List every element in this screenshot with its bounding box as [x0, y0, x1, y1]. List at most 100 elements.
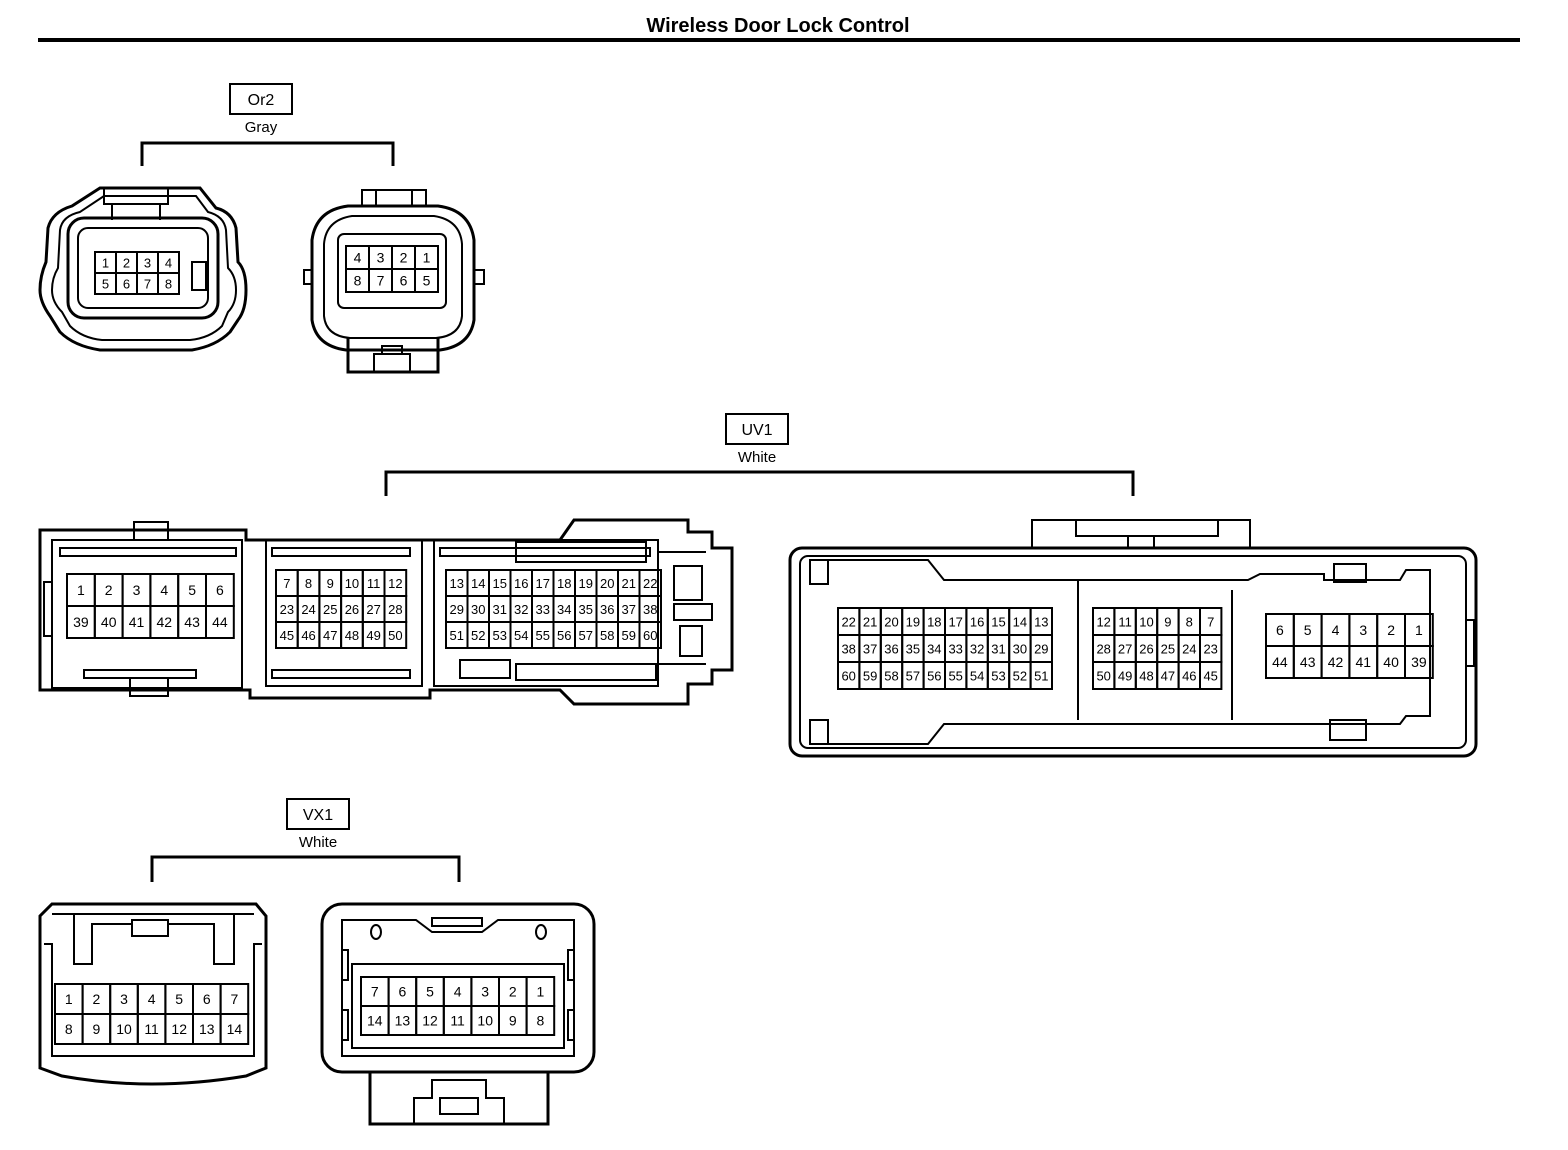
pin-number: 29 — [450, 602, 464, 617]
pin-number: 50 — [1096, 669, 1110, 684]
pin-number: 4 — [165, 256, 172, 271]
pin-number: 37 — [622, 602, 636, 617]
pin-number: 27 — [366, 602, 380, 617]
pin-number: 55 — [536, 628, 550, 643]
pin-number: 23 — [280, 602, 294, 617]
pin-number: 38 — [841, 642, 855, 657]
or2-code-label: Or2 — [248, 92, 275, 109]
pin-number: 6 — [400, 273, 408, 289]
pin-number: 14 — [367, 1013, 383, 1029]
pin-number: 45 — [1203, 669, 1217, 684]
pin-cell — [157, 272, 180, 295]
pin-number: 3 — [377, 250, 385, 266]
uv1-code-label: UV1 — [741, 422, 772, 439]
pin-number: 52 — [1013, 669, 1027, 684]
pin-number: 8 — [165, 277, 172, 292]
pin-number: 28 — [1096, 642, 1110, 657]
pin-number: 4 — [354, 250, 362, 266]
pin-number: 19 — [906, 615, 920, 630]
pin-number: 34 — [557, 602, 571, 617]
pin-number: 7 — [231, 991, 239, 1007]
pin-number: 7 — [371, 984, 379, 1000]
pin-number: 54 — [970, 669, 984, 684]
pin-number: 56 — [557, 628, 571, 643]
pin-number: 12 — [422, 1013, 438, 1029]
pin-number: 51 — [450, 628, 464, 643]
uv1-color-label: White — [738, 449, 776, 466]
pin-number: 2 — [123, 256, 130, 271]
pin-cell — [638, 621, 662, 649]
pin-cell — [205, 605, 235, 639]
pin-number: 37 — [863, 642, 877, 657]
pin-number: 1 — [537, 984, 545, 1000]
pin-number: 5 — [426, 984, 434, 1000]
pin-number: 1 — [65, 991, 73, 1007]
uv1-male-housing — [788, 519, 1478, 758]
pin-number: 10 — [345, 576, 359, 591]
pin-number: 5 — [102, 277, 109, 292]
pin-number: 22 — [643, 576, 657, 591]
pin-number: 18 — [927, 615, 941, 630]
pin-number: 2 — [1387, 622, 1395, 638]
pin-number: 8 — [537, 1013, 545, 1029]
pin-number: 6 — [123, 277, 130, 292]
pin-number: 40 — [1383, 654, 1399, 670]
pin-number: 11 — [450, 1013, 465, 1029]
pin-number: 31 — [991, 642, 1005, 657]
pin-number: 11 — [144, 1021, 159, 1037]
pin-number: 41 — [129, 614, 145, 630]
pin-number: 57 — [906, 669, 920, 684]
pin-number: 16 — [514, 576, 528, 591]
pin-cell — [414, 268, 439, 293]
pin-number: 14 — [1013, 615, 1027, 630]
pin-cell — [1199, 661, 1223, 690]
pin-number: 10 — [116, 1021, 132, 1037]
pin-number: 48 — [1139, 669, 1153, 684]
pin-cell — [1404, 645, 1434, 679]
pin-number: 43 — [184, 614, 200, 630]
pin-number: 4 — [160, 582, 168, 598]
pin-number: 59 — [622, 628, 636, 643]
pin-number: 52 — [471, 628, 485, 643]
pin-number: 46 — [301, 628, 315, 643]
pin-number: 13 — [1034, 615, 1048, 630]
pin-number: 5 — [188, 582, 196, 598]
uv1-bracket — [384, 470, 1135, 496]
pin-number: 32 — [514, 602, 528, 617]
pin-number: 56 — [927, 669, 941, 684]
pin-number: 54 — [514, 628, 528, 643]
pin-number: 47 — [323, 628, 337, 643]
vx1-code-box — [286, 798, 350, 830]
pin-number: 3 — [133, 582, 141, 598]
pin-number: 9 — [1164, 615, 1171, 630]
pin-number: 7 — [377, 273, 385, 289]
pin-number: 8 — [1186, 615, 1193, 630]
or2-color-label: Gray — [245, 119, 278, 136]
pin-number: 35 — [579, 602, 593, 617]
pin-number: 30 — [471, 602, 485, 617]
pin-number: 6 — [203, 991, 211, 1007]
pin-number: 11 — [1118, 615, 1132, 630]
pin-number: 15 — [991, 615, 1005, 630]
pin-number: 1 — [77, 582, 85, 598]
pin-number: 2 — [509, 984, 517, 1000]
pin-number: 38 — [643, 602, 657, 617]
pin-number: 5 — [423, 273, 431, 289]
pin-number: 44 — [1272, 654, 1288, 670]
pin-number: 7 — [283, 576, 290, 591]
or2-male-housing — [303, 189, 485, 374]
pin-number: 23 — [1203, 642, 1217, 657]
pin-number: 58 — [884, 669, 898, 684]
pin-number: 58 — [600, 628, 614, 643]
pin-number: 45 — [280, 628, 294, 643]
pin-number: 46 — [1182, 669, 1196, 684]
pin-number: 50 — [388, 628, 402, 643]
pin-number: 1 — [102, 256, 109, 271]
pin-number: 9 — [509, 1013, 517, 1029]
pin-number: 60 — [841, 669, 855, 684]
